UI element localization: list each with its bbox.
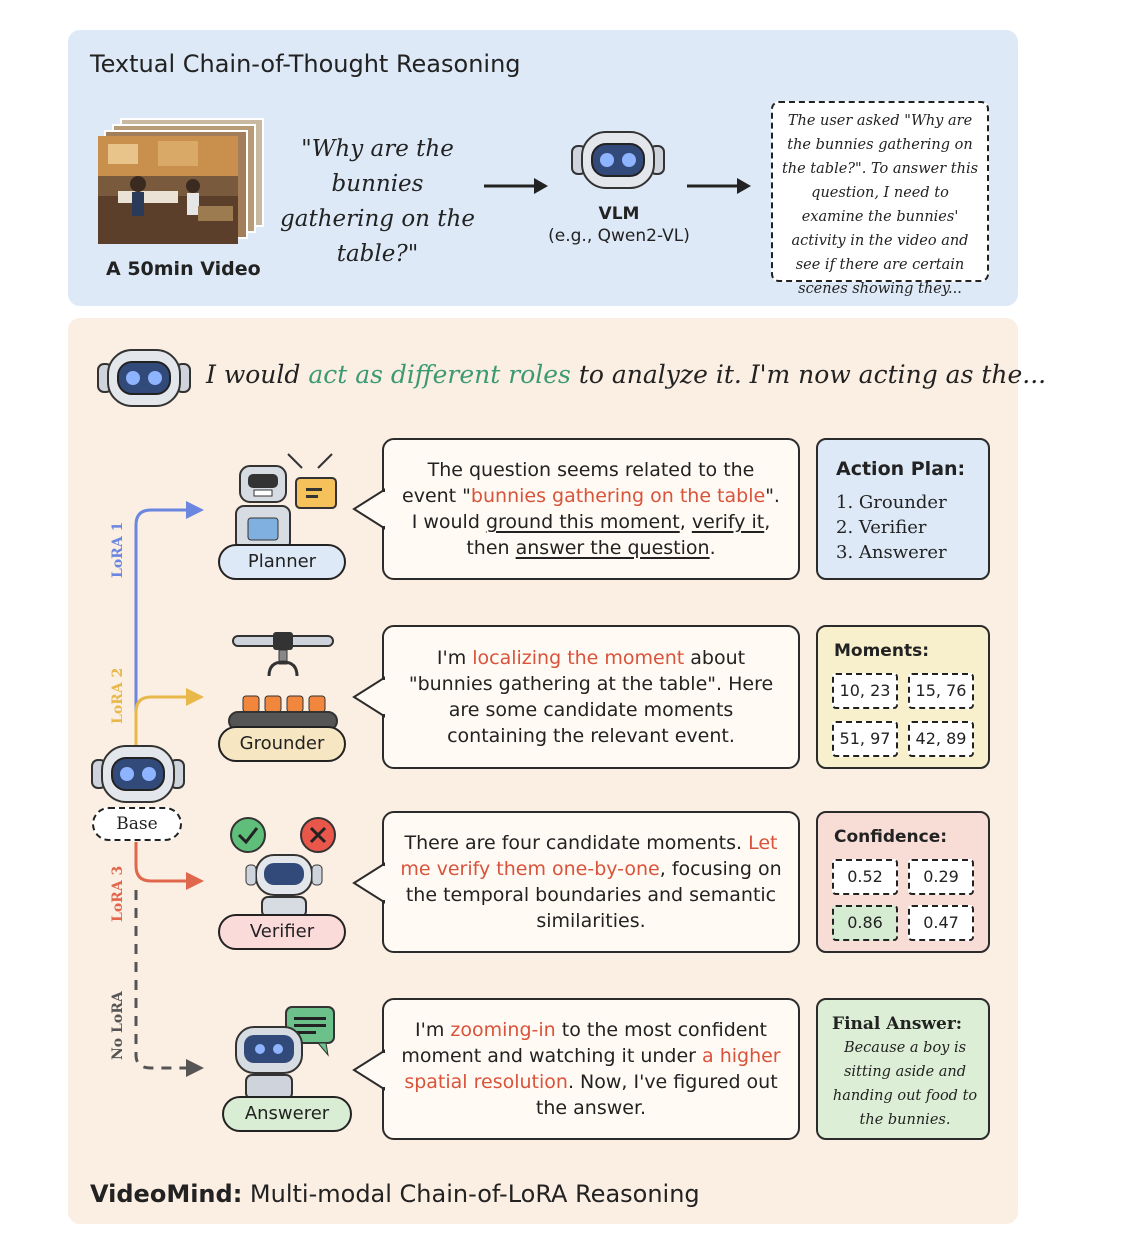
moment-chip: 10, 23 bbox=[832, 673, 898, 709]
footer-bold: VideoMind: bbox=[90, 1180, 243, 1208]
grounder-text: I'm bbox=[436, 647, 473, 669]
planner-text: The question seems related to the event … bbox=[402, 459, 755, 507]
intro-part: to analyze it. I'm now acting as the... bbox=[570, 360, 1047, 389]
action-plan-list: 1. Grounder 2. Verifier 3. Answerer bbox=[836, 490, 947, 565]
score-chip-best: 0.86 bbox=[832, 905, 898, 941]
verifier-text: There are four candidate moments. bbox=[404, 832, 749, 854]
score-chip: 0.29 bbox=[908, 859, 974, 895]
score-chip: 0.47 bbox=[908, 905, 974, 941]
arrow-icon bbox=[687, 178, 751, 194]
lora3-label: LoRA 3 bbox=[110, 865, 126, 922]
intro-part: I would bbox=[206, 360, 309, 389]
grounder-text: about "bunnies gathering at the table". … bbox=[408, 647, 774, 747]
grounder-role-label: Grounder bbox=[218, 726, 346, 762]
action-plan-title: Action Plan: bbox=[836, 458, 966, 480]
verifier-text: , focusing on the temporal boundaries an… bbox=[405, 858, 782, 932]
bubble-tail bbox=[352, 488, 386, 530]
robot-head-icon bbox=[91, 745, 185, 803]
planner-text: , bbox=[679, 511, 692, 533]
base-label: Base bbox=[92, 807, 182, 841]
final-answer-text: Because a boy is sitting aside and handi… bbox=[832, 1040, 978, 1128]
answerer-text: I'm bbox=[415, 1019, 451, 1041]
score-chip: 0.52 bbox=[832, 859, 898, 895]
answerer-text: . Now, I've figured out the answer. bbox=[535, 1071, 778, 1119]
planner-role-label: Planner bbox=[218, 544, 346, 580]
plan-item: 3. Answerer bbox=[836, 542, 947, 563]
planner-bubble: The question seems related to the event … bbox=[382, 438, 800, 580]
planner-text: . bbox=[709, 537, 716, 559]
bubble-tail bbox=[352, 676, 386, 718]
moments-box: Moments: 10, 23 15, 76 51, 97 42, 89 bbox=[816, 625, 990, 769]
verifier-bubble: There are four candidate moments. Let me… bbox=[382, 811, 800, 953]
final-answer-box: Final Answer: Because a boy is sitting a… bbox=[816, 998, 990, 1140]
planner-underline: answer the question bbox=[515, 537, 710, 559]
answerer-robot-icon bbox=[235, 1006, 335, 1100]
lora2-label: LoRA 2 bbox=[110, 667, 126, 724]
answerer-highlight: zooming-in bbox=[450, 1019, 556, 1041]
answerer-bubble: I'm zooming-in to the most confident mom… bbox=[382, 998, 800, 1140]
footer-caption: VideoMind: Multi-modal Chain-of-LoRA Rea… bbox=[90, 1180, 700, 1208]
plan-item: 2. Verifier bbox=[836, 517, 927, 538]
moment-chip: 15, 76 bbox=[908, 673, 974, 709]
planner-robot-icon bbox=[235, 453, 337, 551]
robot-head-icon bbox=[97, 349, 191, 407]
confidence-title: Confidence: bbox=[834, 827, 948, 847]
video-thumbnail bbox=[98, 118, 268, 246]
planner-underline: ground this moment bbox=[485, 511, 680, 533]
arrow-icon bbox=[484, 178, 548, 194]
planner-text: , then bbox=[466, 511, 771, 559]
intro-text: I would act as different roles to analyz… bbox=[206, 360, 1046, 389]
grounder-highlight: localizing the moment bbox=[472, 647, 685, 669]
confidence-box: Confidence: 0.52 0.29 0.86 0.47 bbox=[816, 811, 990, 953]
moment-chip: 51, 97 bbox=[832, 721, 898, 757]
cot-output-box: The user asked "Why are the bunnies gath… bbox=[771, 101, 989, 297]
verifier-robot-icon bbox=[230, 817, 336, 918]
panel-title: Textual Chain-of-Thought Reasoning bbox=[90, 50, 521, 78]
robot-head-icon bbox=[571, 131, 665, 189]
bubble-tail bbox=[352, 862, 386, 904]
answerer-role-label: Answerer bbox=[222, 1096, 352, 1132]
action-plan-box: Action Plan: 1. Grounder 2. Verifier 3. … bbox=[816, 438, 990, 580]
video-label: A 50min Video bbox=[106, 258, 261, 280]
lora1-label: LoRA 1 bbox=[110, 521, 126, 578]
vlm-label: VLM bbox=[598, 204, 640, 224]
moments-title: Moments: bbox=[834, 641, 929, 661]
bubble-tail bbox=[352, 1049, 386, 1091]
final-answer-title: Final Answer: bbox=[832, 1014, 963, 1034]
planner-text: ". I would bbox=[411, 485, 780, 533]
grounder-robot-icon bbox=[228, 632, 338, 731]
intro-highlight: act as different roles bbox=[308, 360, 571, 389]
footer-text: Multi-modal Chain-of-LoRA Reasoning bbox=[242, 1180, 700, 1208]
grounder-bubble: I'm localizing the moment about "bunnies… bbox=[382, 625, 800, 769]
planner-highlight: bunnies gathering on the table bbox=[470, 485, 766, 507]
question-text: "Why are the bunnies gathering on the ta… bbox=[280, 136, 475, 267]
plan-item: 1. Grounder bbox=[836, 492, 947, 513]
no-lora-label: No LoRA bbox=[110, 991, 126, 1060]
moment-chip: 42, 89 bbox=[908, 721, 974, 757]
verifier-role-label: Verifier bbox=[218, 914, 346, 950]
answerer-text: to the most confident moment and watchin… bbox=[401, 1019, 767, 1067]
vlm-example: (e.g., Qwen2-VL) bbox=[548, 226, 690, 246]
answerer-highlight: a higher spatial resolution bbox=[404, 1045, 781, 1093]
planner-underline: verify it bbox=[691, 511, 765, 533]
verifier-highlight: Let me verify them one-by-one bbox=[400, 832, 778, 880]
